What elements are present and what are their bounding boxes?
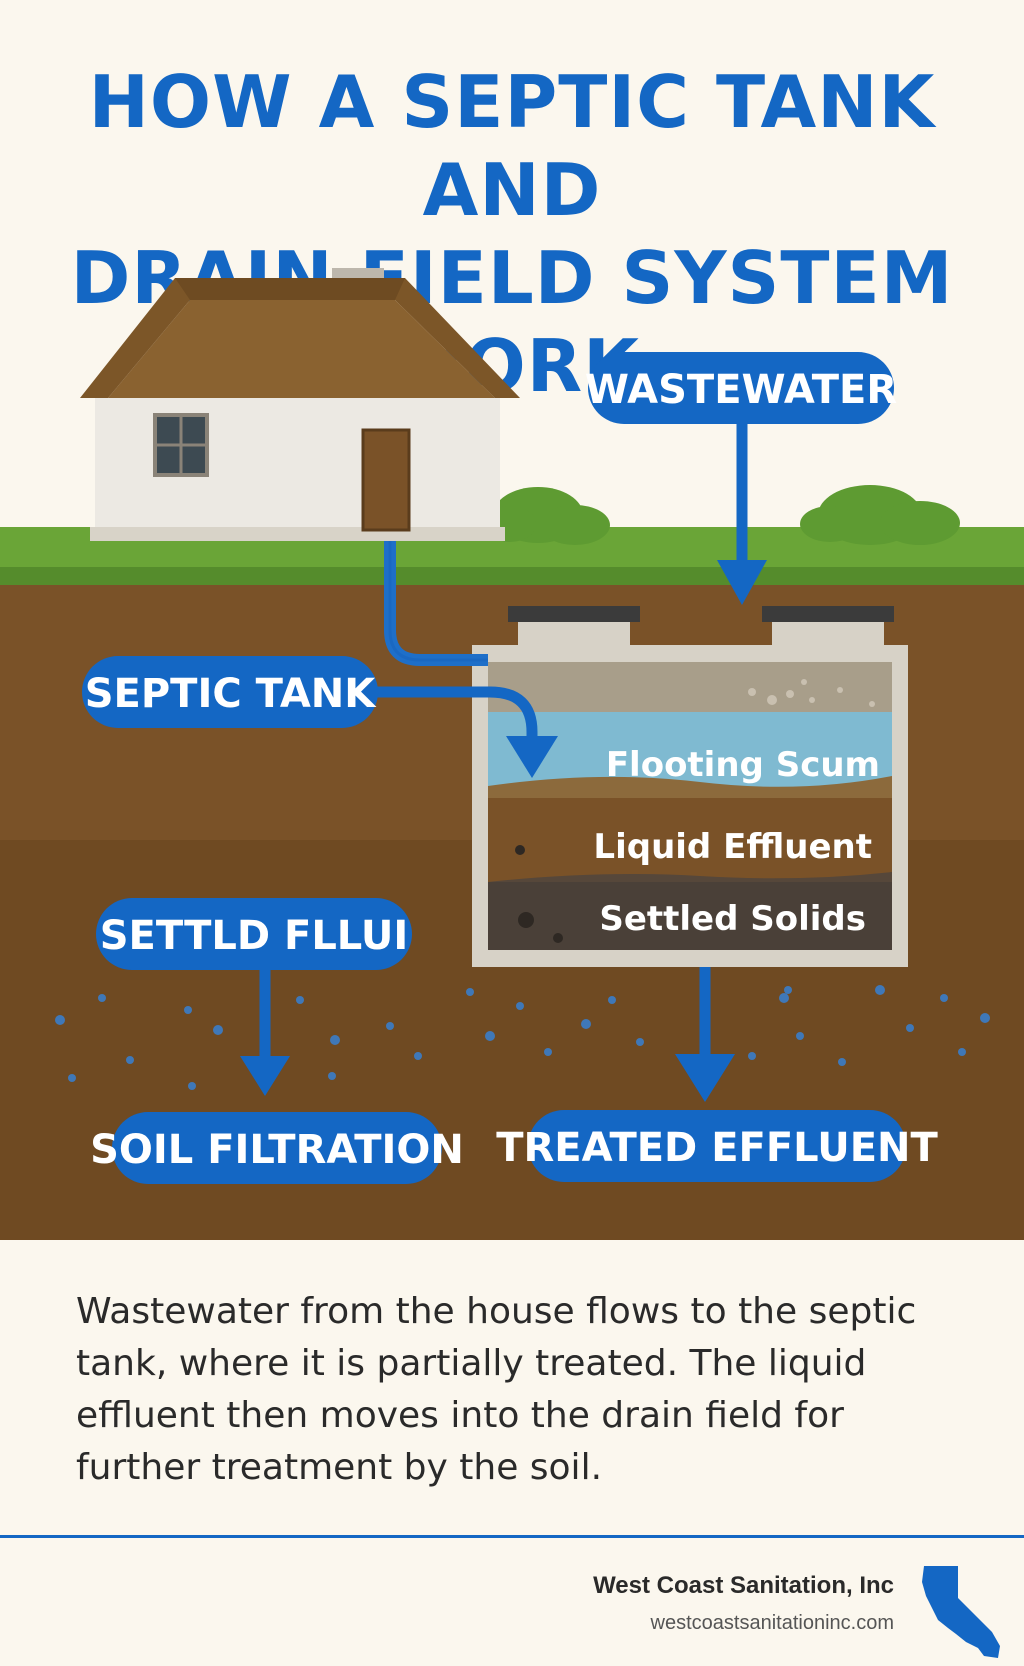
house-foundation: [90, 527, 505, 541]
tank-effluent-layer: [488, 798, 892, 882]
solids-particles: [515, 845, 563, 943]
label-treated-effluent-text: TREATED EFFLUENT: [496, 1125, 938, 1171]
tank-lid-left: [508, 606, 640, 622]
layer-scum-label: Flooting Scum: [606, 745, 880, 785]
tank-solids-wave: [488, 872, 892, 882]
tank-air-space: [488, 662, 892, 712]
house-roof-top: [175, 278, 405, 300]
house-roof: [80, 278, 520, 398]
grass-edge: [0, 567, 1024, 585]
tank-scum-wave: [488, 776, 892, 798]
label-septic-tank-text: SEPTIC TANK: [85, 671, 378, 717]
house-roof-fill: [108, 300, 495, 398]
soil-gravel: [55, 985, 990, 1090]
company-name: West Coast Sanitation, Inc: [593, 1572, 894, 1599]
label-septic-tank: SEPTIC TANK: [82, 656, 378, 728]
label-soil-filtration: SOIL FILTRATION: [90, 1112, 464, 1184]
bush-right: [800, 485, 960, 545]
arrow-septic-tank: [370, 686, 538, 742]
flow-arrows: [240, 415, 767, 1102]
label-wastewater: WASTEWATER: [585, 352, 897, 424]
tank-lid-right: [762, 606, 894, 622]
house-outlet-pipe: [384, 541, 488, 666]
label-settld-fllui: SETTLD FLLUI: [96, 898, 412, 970]
page-title: HOW A SEPTIC TANK AND DRAIN FIELD SYSTEM…: [0, 58, 1024, 410]
house-chimney-cap: [332, 268, 384, 278]
bush-left: [484, 487, 610, 545]
septic-tank: [472, 606, 908, 967]
label-wastewater-text: WASTEWATER: [585, 367, 897, 413]
footer-divider: [0, 1535, 1024, 1538]
house-door: [361, 428, 411, 532]
label-treated-effluent: TREATED EFFLUENT: [496, 1110, 939, 1182]
house-icon: [80, 268, 520, 541]
description-text: Wastewater from the house flows to the s…: [76, 1291, 917, 1488]
title-line-1: HOW A SEPTIC TANK AND: [88, 60, 936, 232]
septic-diagram: WASTEWATER SEPTIC TANK SETTLD FLLUI SOIL…: [0, 268, 1024, 1240]
california-map-icon: [922, 1566, 1000, 1658]
company-website: westcoastsanitationinc.com: [650, 1612, 894, 1634]
layer-solids-label: Settled Solids: [599, 899, 866, 939]
tank-particles: [748, 679, 875, 707]
label-settld-fllui-text: SETTLD FLLUI: [100, 913, 408, 959]
layer-effluent-label: Liquid Effluent: [593, 827, 872, 867]
label-soil-filtration-text: SOIL FILTRATION: [90, 1127, 464, 1173]
